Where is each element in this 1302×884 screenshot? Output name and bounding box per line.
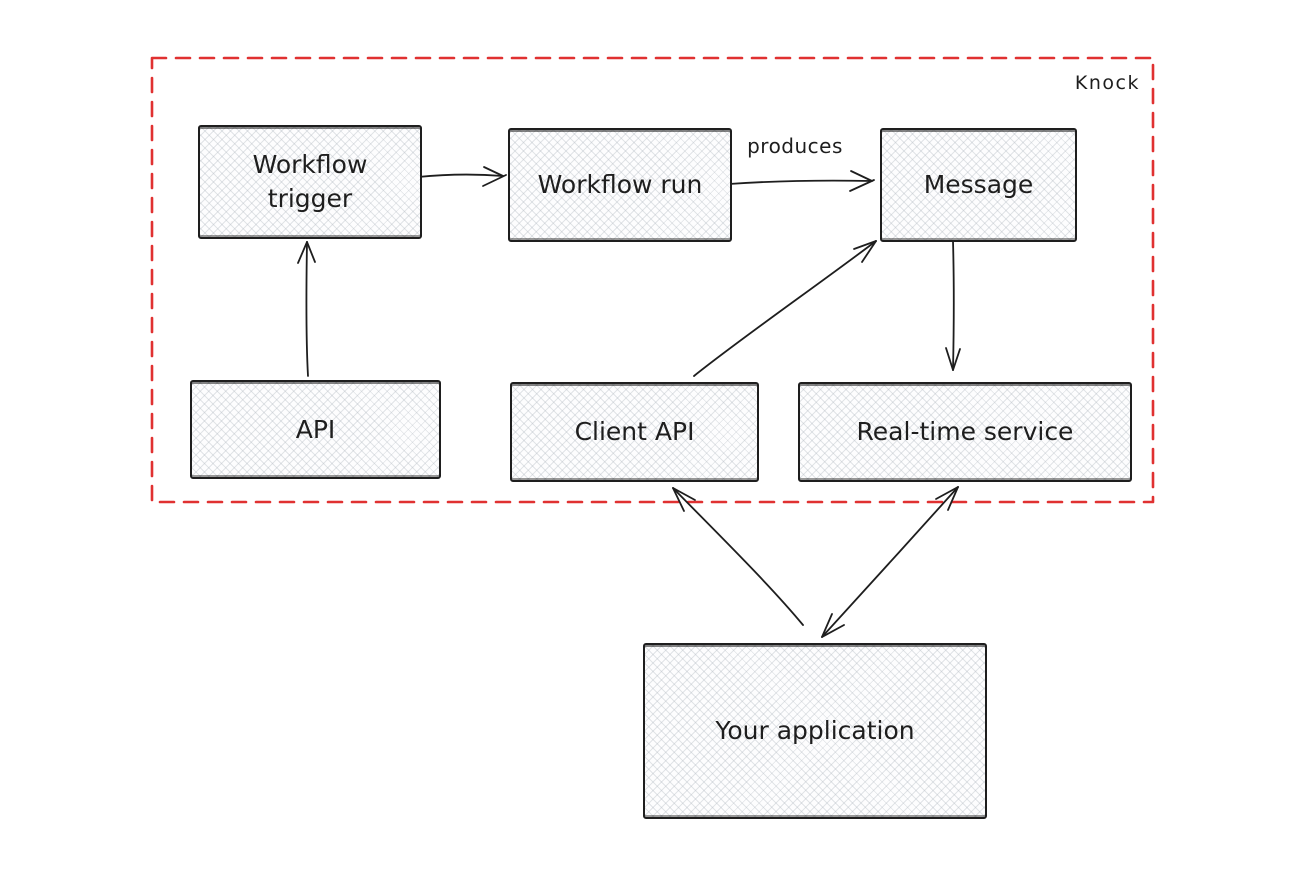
node-message: Message <box>880 128 1077 242</box>
knock-boundary <box>150 56 1155 504</box>
node-label: Your application <box>715 716 915 746</box>
node-label: API <box>295 414 336 444</box>
node-client-api: Client API <box>510 382 759 482</box>
node-real-time-service: Real-time service <box>798 382 1132 482</box>
node-your-application: Your application <box>643 643 987 819</box>
arrow-your-application-real-time-service <box>821 486 959 638</box>
arrow-workflow-trigger-to-workflow-run <box>417 166 507 187</box>
node-workflow-run: Workflow run <box>508 128 732 242</box>
arrow-workflow-run-to-message <box>728 170 875 192</box>
node-label: Real-time service <box>856 417 1074 447</box>
node-label: Client API <box>574 417 695 447</box>
node-label: Workflow run <box>537 170 703 200</box>
node-label: Message <box>923 170 1034 200</box>
arrow-message-to-real-time-service <box>945 240 961 371</box>
node-workflow-trigger: Workflow trigger <box>198 125 422 239</box>
node-label: Workflow trigger <box>252 150 368 213</box>
edge-label-produces: produces <box>747 134 843 158</box>
knock-container-label: Knock <box>1074 72 1140 94</box>
node-api: API <box>190 380 441 479</box>
arrow-api-to-workflow-trigger <box>297 241 316 377</box>
arrow-client-api-to-message <box>693 240 877 377</box>
arrow-your-application-to-client-api <box>672 487 804 626</box>
